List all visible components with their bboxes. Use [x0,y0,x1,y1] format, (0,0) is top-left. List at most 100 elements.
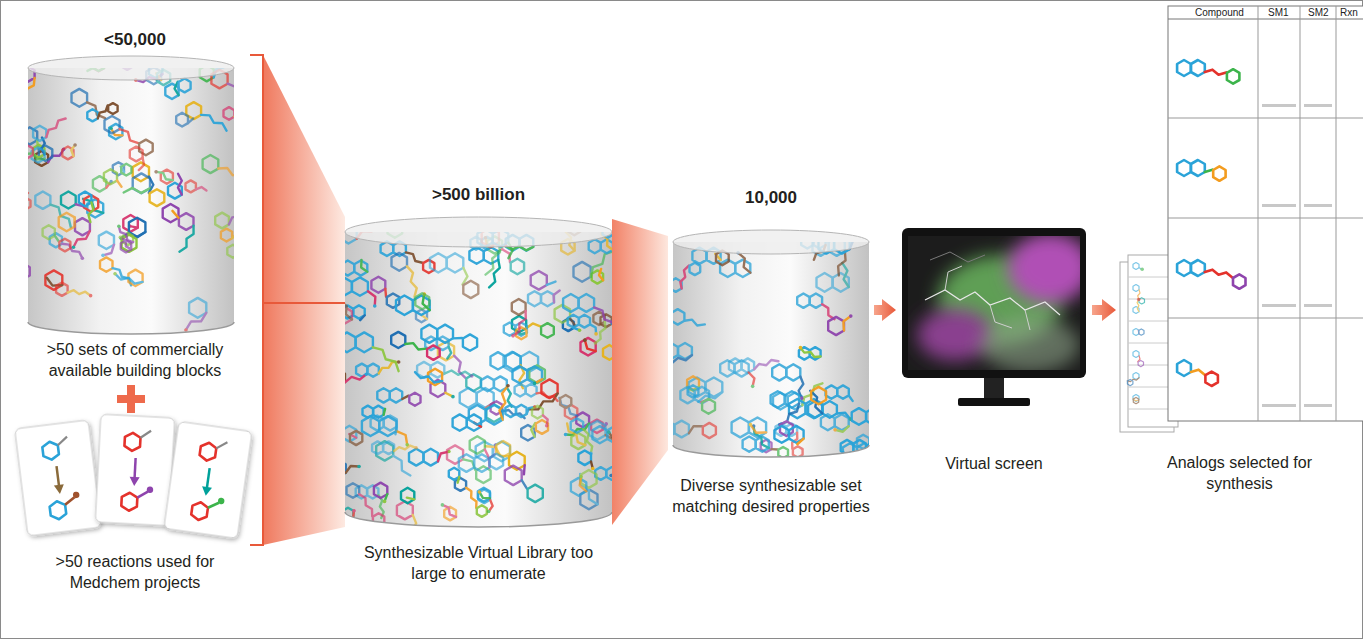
molecule-sketches [347,483,360,498]
analog-table [1168,218,1363,219]
table-stack [1133,263,1144,272]
virtual-library: >500 billionSynthesizable Virtual Librar… [345,185,612,585]
molecule-sketches [88,203,93,223]
analog-table [1177,260,1191,276]
molecule-sketches [589,239,601,253]
molecule-sketches [329,426,362,445]
molecule-sketches [822,304,834,319]
molecule-sketches [68,290,91,295]
molecule-sketches [227,245,238,258]
reaction-cards [135,458,136,479]
reaction-cards [57,466,60,487]
molecule-sketches [702,399,715,414]
molecule-sketches [179,79,191,93]
analog-table [1168,19,1363,20]
molecule-sketches [580,474,597,504]
molecule-sketches [377,388,420,406]
molecule-sketches [331,460,361,477]
molecule-sketches [31,36,46,54]
table-stack [1133,395,1139,404]
molecule-sketches [395,427,396,434]
molecule-sketches [21,306,25,318]
molecule-sketches [15,264,24,266]
molecule-sketches [163,204,179,222]
molecule-sketches [729,358,778,373]
molecule-sketches [396,431,407,445]
molecule-sketches [130,147,143,162]
molecule-sketches [63,46,67,50]
molecule-sketches [516,405,527,417]
molecule-sketches [689,426,702,433]
molecule-sketches [583,338,587,342]
molecule-sketches [579,315,590,328]
molecule-sketches [45,270,62,290]
molecule-sketches [384,409,385,415]
analog-table [1262,104,1296,107]
molecule-sketches [493,442,510,462]
molecule-sketches [594,307,613,322]
analog-table [1177,360,1218,386]
analog-table [1262,404,1296,407]
molecule-sketches [154,170,158,174]
molecule-sketches [491,352,506,369]
molecule-sketches [117,181,121,187]
molecule-sketches [415,372,442,382]
docking-view [917,236,1080,370]
molecule-sketches [81,257,85,261]
molecule-sketches [785,391,799,408]
analog-table [1213,166,1225,180]
molecule-sketches [229,209,244,224]
count-heading: >500 billion [432,185,525,205]
molecule-sketches [470,436,485,454]
molecule-sketches [330,370,368,387]
molecule-sketches [817,263,849,292]
molecule-sketches [405,343,426,349]
molecule-sketches [356,360,400,377]
molecule-sketches [521,420,548,441]
analog-table [1336,6,1337,421]
molecule-sketches [469,405,486,425]
molecule-sketches [800,348,820,357]
molecule-sketches [579,294,595,312]
molecule-sketches [139,140,153,156]
analog-table [1262,204,1296,207]
reaction-cards [199,442,217,462]
molecule-sketches [367,364,378,377]
molecule-sketches [409,393,420,406]
molecule-sketches [55,236,59,242]
analog-table [1177,160,1226,181]
molecule-sketches [826,385,838,398]
virtual-screen: Virtual screen [896,225,1092,475]
molecule-sketches [568,315,598,336]
molecule-sketches [215,213,229,229]
table-stack [1138,360,1143,366]
molecule-sketches [485,449,489,457]
molecule-sketches [453,414,467,430]
molecule-sketches [56,283,68,296]
bracket-connector [250,55,345,303]
molecule-sketches [120,129,139,143]
molecule-sketches [45,270,62,290]
molecule-sketches [564,433,568,437]
molecule-sketches [660,421,716,439]
flow-arrow [1092,299,1116,321]
molecule-sketches [578,328,582,332]
molecule-sketches [821,414,835,430]
molecule-sketches [430,253,478,298]
molecule-sketches [221,229,232,242]
molecule-sketches [427,345,440,360]
analog-table [1191,370,1205,375]
reaction-cards [57,437,68,446]
molecule-sketches [338,301,352,324]
analog-table [1177,60,1239,84]
molecule-sketches [447,347,451,359]
molecule-sketches [121,164,131,176]
molecule-sketches [324,226,339,243]
molecule-sketches [345,374,366,382]
molecule-sketches [115,274,143,284]
molecule-sketches [581,338,596,356]
reaction-cards [15,420,102,536]
analog-table [1177,360,1191,376]
molecule-sketches [224,107,248,120]
